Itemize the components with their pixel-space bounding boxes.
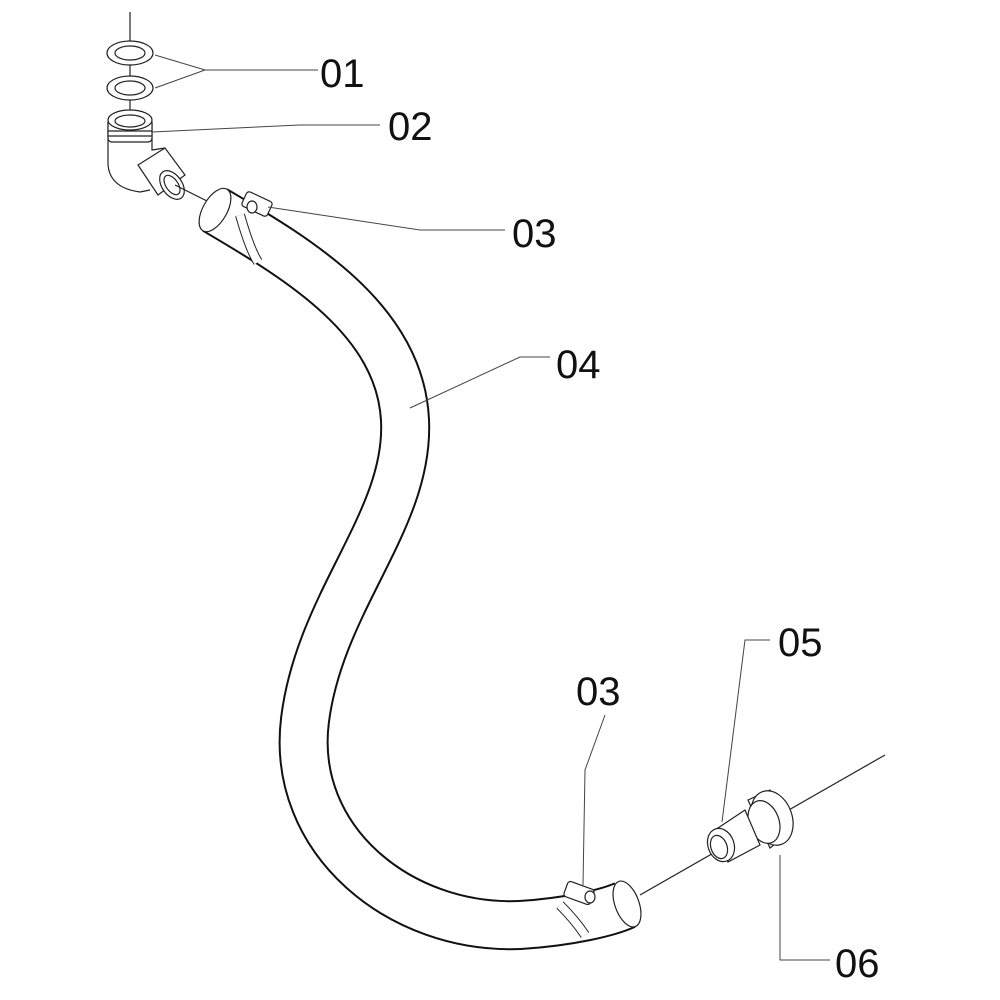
leader-02 <box>151 124 380 133</box>
leader-01 <box>154 54 318 71</box>
callout-03-bottom: 03 <box>576 670 621 714</box>
leader-lines <box>151 54 830 961</box>
hose <box>198 187 642 951</box>
leader-03b <box>582 714 606 886</box>
leader-03a <box>267 206 505 231</box>
washer-bottom <box>106 75 154 101</box>
callout-03-top: 03 <box>512 212 557 256</box>
quick-connector <box>706 789 794 863</box>
callout-02: 02 <box>388 105 433 149</box>
elbow-fitting <box>107 109 186 200</box>
hose-clamp-bottom <box>556 880 596 938</box>
callout-06: 06 <box>835 942 880 986</box>
leader-06 <box>779 855 830 961</box>
leader-05 <box>721 639 770 823</box>
washer-top <box>106 40 154 66</box>
callout-04: 04 <box>556 343 601 387</box>
hose-clamp-top <box>235 191 273 265</box>
callout-01: 01 <box>320 52 365 96</box>
callout-05: 05 <box>778 621 823 665</box>
leader-04 <box>409 356 550 409</box>
